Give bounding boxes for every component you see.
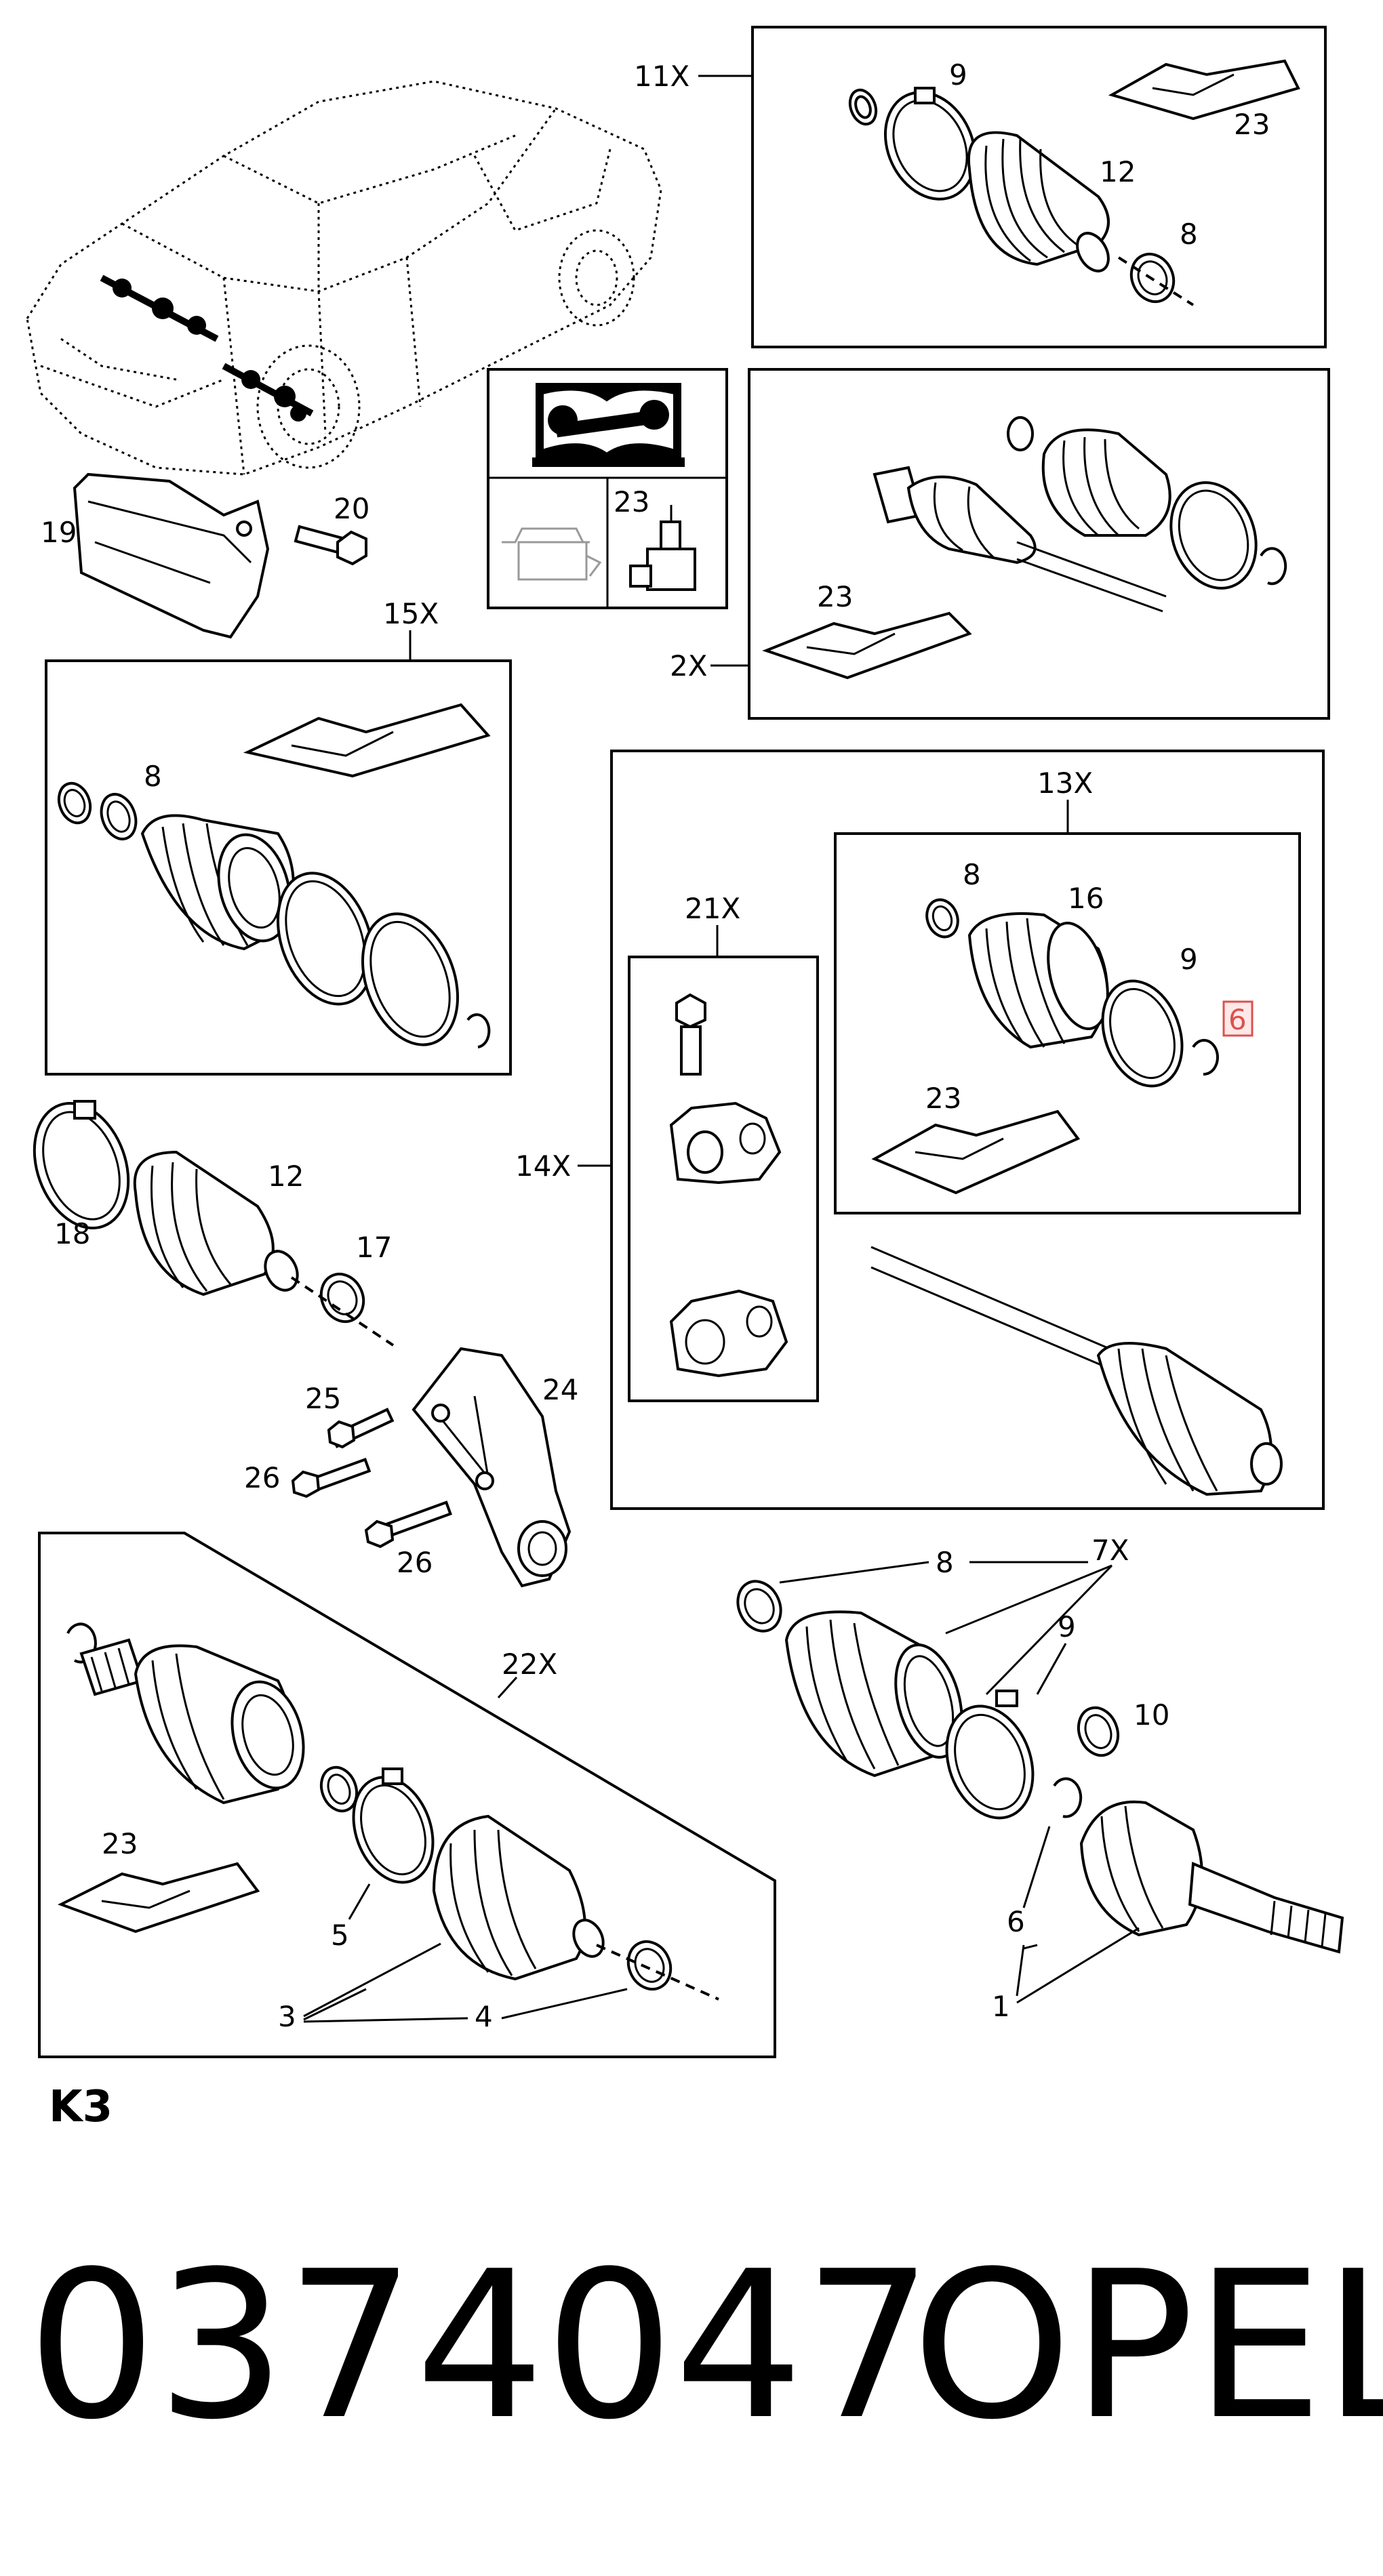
callout-8: 8 xyxy=(144,760,162,793)
bracket-24-assembly: 24 25 26 26 xyxy=(244,1347,578,1588)
heat-shield-19: 19 20 xyxy=(41,472,369,639)
callout-18: 18 xyxy=(54,1217,90,1250)
bolt-25 xyxy=(327,1408,395,1449)
bracket-upper xyxy=(669,1101,782,1185)
callout-1: 1 xyxy=(992,1990,1010,2023)
callout-12: 12 xyxy=(268,1160,304,1193)
brand-name: OPEL xyxy=(912,2228,1383,2464)
callout-22x: 22X xyxy=(502,1648,557,1681)
callout-14x: 14X xyxy=(515,1149,571,1183)
callout-6: 6 xyxy=(1007,1905,1025,1938)
callout-8: 8 xyxy=(1180,218,1198,251)
callout-15x: 15X xyxy=(383,597,439,630)
callout-20: 20 xyxy=(334,492,369,525)
manual-wrench-icon xyxy=(532,383,685,467)
callout-4: 4 xyxy=(475,2000,493,2033)
callout-3: 3 xyxy=(278,2000,296,2033)
kit-21x-box: 21X xyxy=(628,892,819,1402)
callout-2x: 2X xyxy=(670,649,708,682)
car-illustration xyxy=(26,80,662,476)
callout-9: 9 xyxy=(1180,943,1198,976)
grease-tube-icon xyxy=(629,505,696,591)
callout-26: 26 xyxy=(244,1461,280,1494)
bracket-lower xyxy=(669,1289,788,1378)
bolt-26-upper xyxy=(291,1457,372,1498)
bolt-26-lower xyxy=(364,1500,452,1549)
callout-9: 9 xyxy=(1058,1610,1076,1643)
callout-8: 8 xyxy=(963,858,981,891)
callout-10: 10 xyxy=(1134,1698,1169,1732)
callout-12: 12 xyxy=(1100,155,1136,188)
callout-23: 23 xyxy=(102,1827,138,1860)
tool-info-box: 23 xyxy=(487,368,728,609)
bolt-20 xyxy=(294,525,367,566)
callout-6-highlighted: 6 xyxy=(1228,1003,1247,1036)
kit-13x-box: 13X 8 16 9 6 23 xyxy=(834,766,1301,1214)
kit-22x-box: 22X 5 23 3 xyxy=(38,1532,776,2058)
kit-7x-assembly: 8 7X 9 10 6 1 xyxy=(736,1534,1344,2023)
callout-23: 23 xyxy=(925,1082,961,1115)
kit-15x-box: 15X 8 xyxy=(45,597,512,1076)
kit-2x-box: 2X 23 xyxy=(670,368,1330,720)
callout-23-tool: 23 xyxy=(614,485,649,518)
callout-23: 23 xyxy=(1234,108,1270,141)
callout-13x: 13X xyxy=(1037,766,1093,800)
shaft-assembly-14x xyxy=(870,1246,1283,1496)
bolt-part xyxy=(675,993,706,1076)
oil-can-icon xyxy=(502,527,602,581)
driveshaft-highlight xyxy=(100,274,314,422)
callout-24: 24 xyxy=(542,1373,578,1406)
part-number: 0374047 xyxy=(27,2228,933,2464)
callout-7x: 7X xyxy=(1091,1534,1129,1567)
callout-9: 9 xyxy=(949,58,967,91)
callout-26: 26 xyxy=(397,1546,433,1579)
callout-19: 19 xyxy=(41,516,77,549)
highlighted-part-6: 6 xyxy=(1222,1000,1254,1037)
callout-17: 17 xyxy=(356,1231,392,1264)
boot-kit-left: 18 12 17 xyxy=(33,1100,395,1347)
callout-16: 16 xyxy=(1068,882,1104,915)
callout-21x: 21X xyxy=(685,892,740,925)
callout-23: 23 xyxy=(817,580,853,613)
callout-11x: 11X xyxy=(634,60,689,93)
callout-5: 5 xyxy=(331,1919,349,1952)
kit-11x-box: 11X 9 12 23 8 xyxy=(634,26,1327,348)
callout-8: 8 xyxy=(936,1546,954,1579)
callout-25: 25 xyxy=(305,1382,341,1415)
page-code-label: K3 xyxy=(49,2082,113,2132)
kit-14x-box: 14X 13X 8 16 9 6 23 xyxy=(515,750,1325,1510)
